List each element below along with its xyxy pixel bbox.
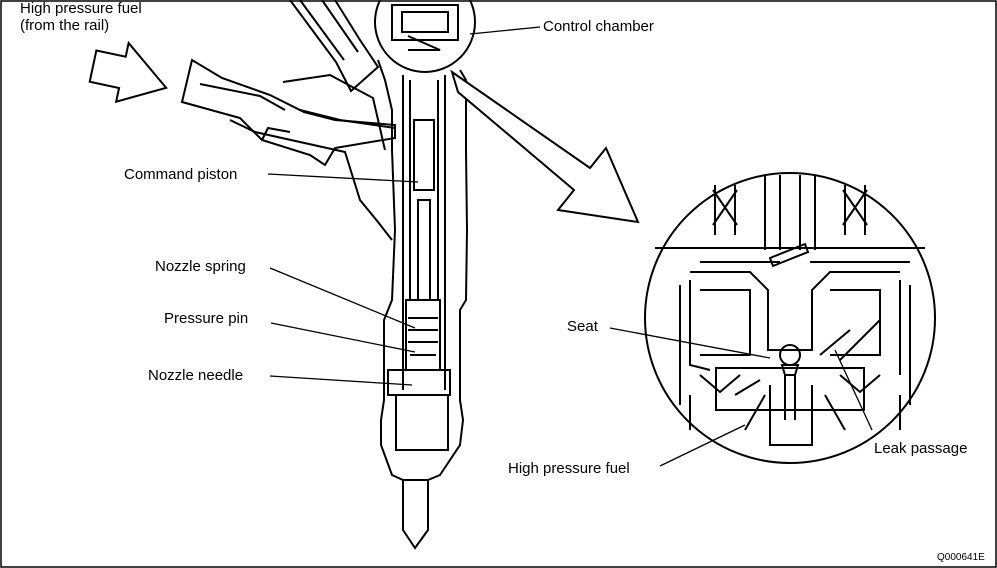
label-leak-passage: Leak passage — [874, 440, 967, 457]
label-seat: Seat — [567, 318, 599, 335]
injector-body — [289, 0, 469, 550]
label-high-pressure-fuel-line1: High pressure fuel — [20, 0, 142, 17]
leader-lines — [267, 26, 873, 467]
label-control-chamber: Control chamber — [543, 18, 654, 35]
label-nozzle-spring: Nozzle spring — [155, 258, 246, 275]
label-command-piston: Command piston — [124, 166, 237, 183]
fuel-inlet-connector — [180, 58, 396, 241]
fuel-flow-arrow — [88, 40, 168, 104]
label-high-pressure-fuel-line2: (from the rail) — [20, 17, 109, 34]
detail-pointer-arrow — [450, 69, 640, 224]
label-high-pressure-fuel-detail: High pressure fuel — [508, 460, 630, 477]
control-chamber-detail-small — [374, 0, 476, 73]
figure-code: Q000641E — [937, 552, 985, 563]
control-chamber-detail-large — [644, 172, 936, 464]
label-pressure-pin: Pressure pin — [164, 310, 248, 327]
label-nozzle-needle: Nozzle needle — [148, 367, 243, 384]
